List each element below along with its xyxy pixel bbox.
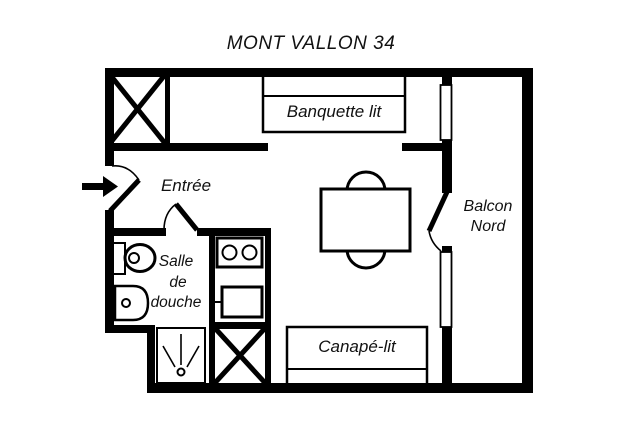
page-title: MONT VALLON 34 (227, 33, 396, 54)
label-salle-line3: douche (151, 294, 202, 311)
dining-table-icon (319, 187, 412, 253)
label-banquette: Banquette lit (287, 102, 383, 121)
entry-arrow-icon (82, 176, 118, 197)
label-salle-line2: de (169, 274, 187, 291)
shower-door-icon (163, 202, 199, 232)
banquette-bed (261, 71, 407, 134)
cooktop-icon (215, 236, 264, 269)
label-salle-line1: Salle (159, 253, 194, 270)
window-icon (439, 84, 453, 141)
entry-door-icon (108, 164, 141, 213)
balcony-door-icon (426, 190, 450, 252)
closet-x-icon (105, 69, 170, 149)
window-icon (439, 251, 453, 328)
interior-walls (105, 76, 452, 385)
sofa-bed (285, 325, 429, 387)
washbasin-icon (113, 284, 150, 322)
shower-tray-icon (156, 327, 206, 384)
kitchen-sink-icon (212, 285, 264, 319)
label-canape: Canapé-lit (318, 337, 397, 356)
exterior-walls (105, 68, 533, 393)
toilet-icon (112, 242, 157, 275)
kitchen-closet-x-icon (211, 324, 269, 387)
label-balcon-line1: Balcon (464, 198, 513, 215)
label-entree: Entrée (161, 176, 211, 195)
dining-set (319, 170, 412, 270)
label-balcon-line2: Nord (471, 218, 507, 235)
